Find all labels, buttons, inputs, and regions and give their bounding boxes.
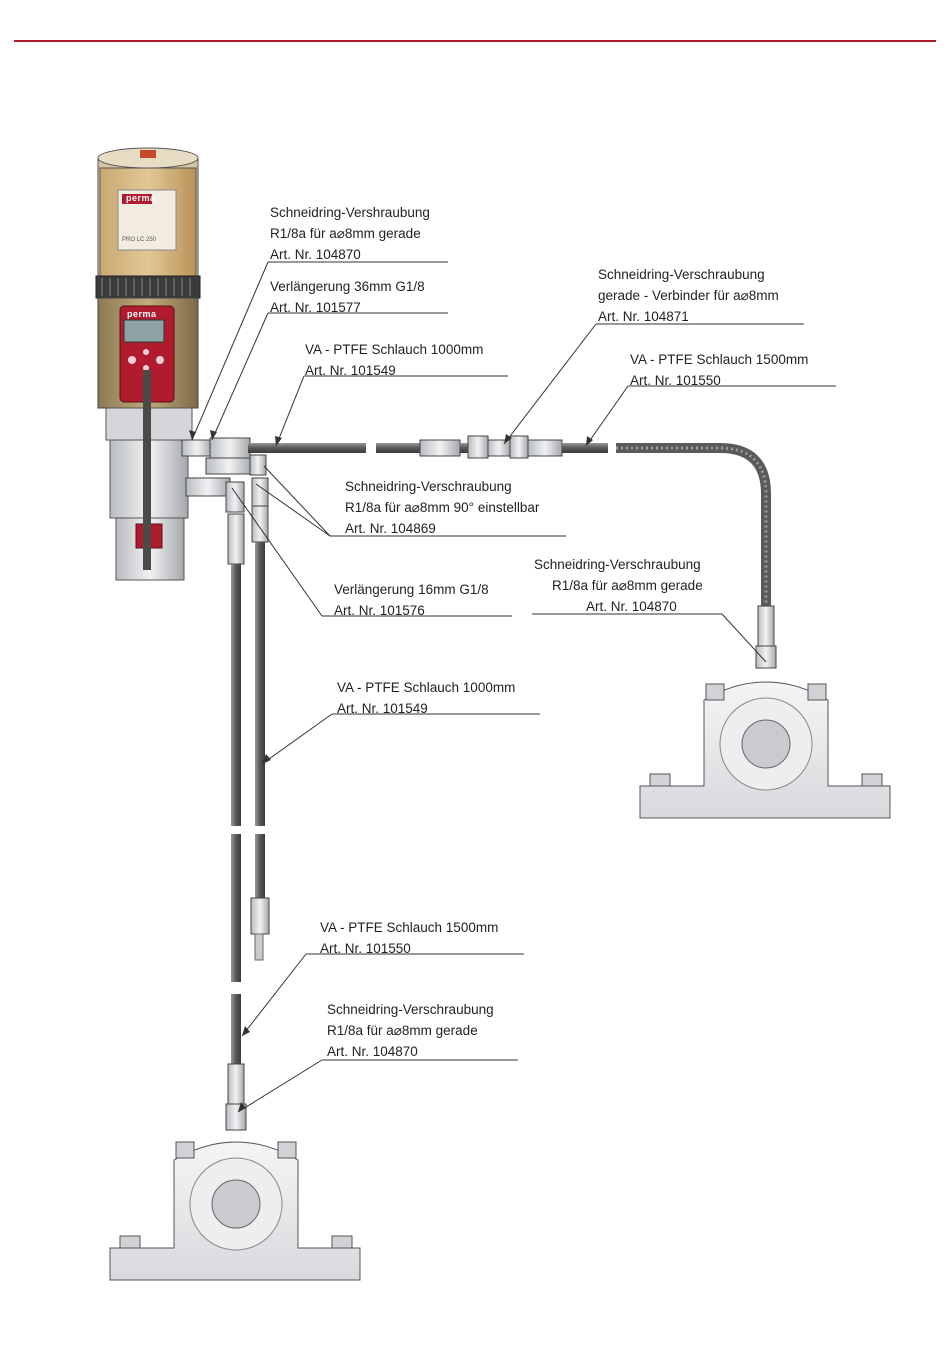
bearing-block-right (639, 681, 891, 819)
leader-lines (191, 261, 836, 1113)
device-brand-top: perma (126, 193, 156, 203)
device-model: PRO LC 250 (122, 237, 157, 243)
leader-arrows (189, 430, 593, 1112)
horizontal-hose (248, 435, 777, 669)
lubricator-unit (95, 147, 201, 581)
fittings-cluster (181, 437, 269, 513)
label-fitting-right-bearing: Schneidring-Verschraubung R1/8a für a⌀8m… (534, 557, 703, 614)
header-rule (14, 40, 936, 42)
bearing-block-left (109, 1141, 361, 1281)
device-brand-front: perma (127, 309, 157, 319)
vertical-hoses (225, 505, 270, 1131)
